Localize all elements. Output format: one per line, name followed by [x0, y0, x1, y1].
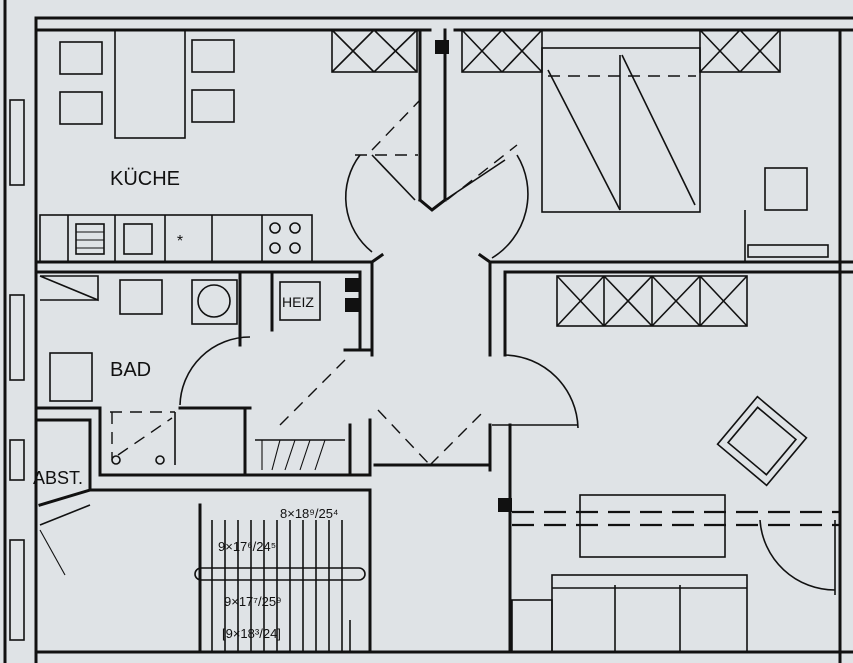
outer-walls [3, 0, 853, 663]
svg-text:*: * [177, 233, 183, 250]
bath-label: BAD [110, 359, 151, 381]
storage-label: ABST. [33, 468, 83, 488]
stair-flight-mid-upper: 9×17⁶/24⁵ [218, 539, 276, 554]
double-bed [541, 47, 701, 213]
heating-box [279, 281, 321, 321]
living-door [377, 354, 579, 466]
stair-treads [194, 520, 366, 652]
bedroom-chair-desk [744, 167, 829, 262]
bedroom-wardrobe-left [331, 29, 418, 73]
interior-walls [34, 28, 853, 654]
armchair [716, 395, 808, 487]
chimney-blocks [345, 40, 512, 512]
kitchen-table [59, 29, 235, 139]
stair-flight-bottom: [9×18³/24] [222, 626, 281, 641]
hall-door-frames [369, 197, 493, 265]
kitchen-door [344, 99, 421, 253]
living-wardrobe [556, 275, 748, 327]
heating-label: HEIZ [282, 294, 314, 310]
kitchen-label: KÜCHE [110, 168, 180, 190]
bedroom-wardrobe-top [461, 29, 781, 73]
wall-opening [512, 510, 840, 595]
storage-door [39, 504, 91, 576]
stair-flight-top: 8×18⁹/25⁴ [280, 506, 339, 521]
bath-fixtures [39, 275, 238, 402]
utility-shelf [255, 439, 345, 471]
kitchen-counter: * [39, 214, 313, 263]
sofa [511, 574, 748, 653]
shower [110, 411, 176, 465]
bath-door [179, 336, 346, 426]
stair-flight-mid-lower: 9×17⁷/25⁹ [224, 594, 282, 609]
left-windows [9, 99, 25, 641]
bedroom-door [444, 144, 529, 259]
